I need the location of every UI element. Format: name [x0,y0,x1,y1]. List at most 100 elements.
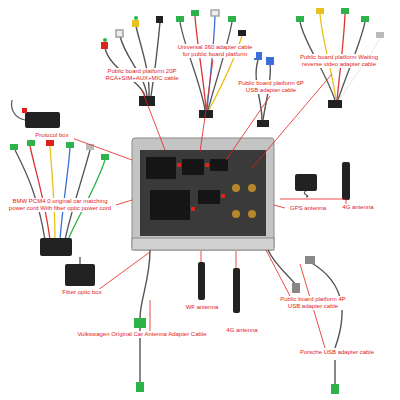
reverse-video-cable-part [376,32,384,38]
head-unit-part [182,159,204,175]
porsche-usb-cable-part [334,360,335,384]
head-unit-part [146,157,176,179]
rca-cable-part [101,42,108,49]
porsche-usb-cable-part [331,384,339,394]
rca-cable-part [136,26,149,96]
usb-4p-cable-part [268,250,296,285]
universal-360-cable [176,10,246,118]
universal-360-cable-part [238,30,246,36]
reverse-video-cable-part [316,8,324,14]
callout-label: Volkswagen Original Car Antenna Adapter … [62,331,222,338]
rca-cable-part [139,96,155,106]
rca-cable-part [156,16,163,23]
gps-antenna-part [304,191,307,197]
fiber-optic-box-part [79,257,80,264]
leader-lines-part [200,60,213,152]
universal-360-cable-part [191,10,199,16]
usb-6p-cable-part [266,57,274,65]
head-unit-part [177,163,181,167]
callout-label: Public board platform 4P USB adapter cab… [276,296,350,310]
reverse-video-cable-part [328,100,342,108]
callout-label: Universal 360 adapter cable for public b… [174,44,256,58]
bmw-power-harness-part [27,140,35,146]
rca-cable-part [103,38,107,42]
4g-antenna-bottom [233,268,240,313]
head-unit-part [232,210,240,218]
wifi-antenna [198,262,205,300]
bmw-power-harness-part [40,238,72,256]
head-unit-part [132,138,274,250]
porsche-usb-cable-part [305,256,315,264]
callout-label: 4G antenna [222,327,262,334]
vw-antenna-cable-part [136,382,144,392]
callout-label: Public board platform 20P RCA+SIM+AUX+MI… [92,68,192,82]
leader-lines-part [274,205,285,208]
bmw-power-harness-part [50,146,55,240]
universal-360-cable-part [211,10,219,16]
bmw-power-harness-part [65,150,90,240]
4g-antenna-bottom-part [233,268,240,313]
bmw-power-harness-part [15,150,45,240]
callout-label: Porsche USB adapter cable [296,349,378,356]
head-unit-part [191,207,195,211]
universal-360-cable-part [228,16,236,22]
head-unit-part [221,194,225,198]
callout-label: Protocol box [30,132,74,139]
rca-cable-part [120,36,147,96]
bmw-power-harness-part [101,154,109,160]
leader-lines-part [201,251,202,262]
callout-label: 4G antenna [336,204,380,211]
reverse-video-cable [296,8,384,108]
callout-label: Public board platform 6P USB adapter cab… [236,80,306,94]
callout-label: WF antenna [182,304,222,311]
vw-antenna-cable-part [134,318,146,328]
head-unit-part [140,150,266,236]
head-unit [132,138,274,250]
4g-antenna-right-part [342,162,350,200]
head-unit-part [198,190,220,204]
leader-lines-part [236,251,237,268]
leader-lines-part [142,90,165,150]
leader-lines-part [150,300,151,331]
protocol-box-part [22,108,27,113]
head-unit-part [132,238,274,250]
rca-cable-part [134,16,138,20]
head-unit-part [210,159,228,171]
protocol-box-part [25,112,60,128]
wifi-antenna-part [198,262,205,300]
rca-cable-part [151,22,160,96]
callout-label: Fiber optic box [56,289,108,296]
reverse-video-cable-part [339,38,380,100]
4g-antenna-right [342,162,350,200]
rca-cable-part [116,30,123,37]
protocol-box [12,100,60,128]
leader-lines-part [226,96,270,160]
bmw-power-harness-part [46,140,54,146]
reverse-video-cable-part [296,16,304,22]
universal-360-cable-part [195,16,206,110]
leader-lines-part [116,200,132,205]
bmw-power-harness-part [30,146,50,240]
rca-cable [101,16,163,106]
vw-antenna-cable [134,250,150,392]
leader-lines-part [72,138,132,160]
head-unit-part [248,210,256,218]
vw-antenna-cable-part [140,250,150,318]
reverse-video-cable-part [341,8,349,14]
bmw-power-harness-part [10,144,18,150]
callout-label: GPS antenna [286,205,330,212]
callout-label: BMW PCM4.0 original car matching power c… [4,198,116,212]
head-unit-part [150,190,190,220]
usb-6p-cable-part [257,120,269,127]
head-unit-part [205,163,209,167]
leader-lines-part [266,250,290,296]
gps-antenna [295,174,317,197]
bmw-power-harness-part [66,142,74,148]
callout-label: Public board platform Waiting reverse vi… [296,54,382,68]
fiber-optic-box-part [65,264,95,286]
leader-lines-part [98,252,150,290]
usb-4p-cable-part [292,283,300,293]
reverse-video-cable-part [361,16,369,22]
usb-4p-cable [268,250,300,293]
fiber-optic-box [65,257,95,286]
